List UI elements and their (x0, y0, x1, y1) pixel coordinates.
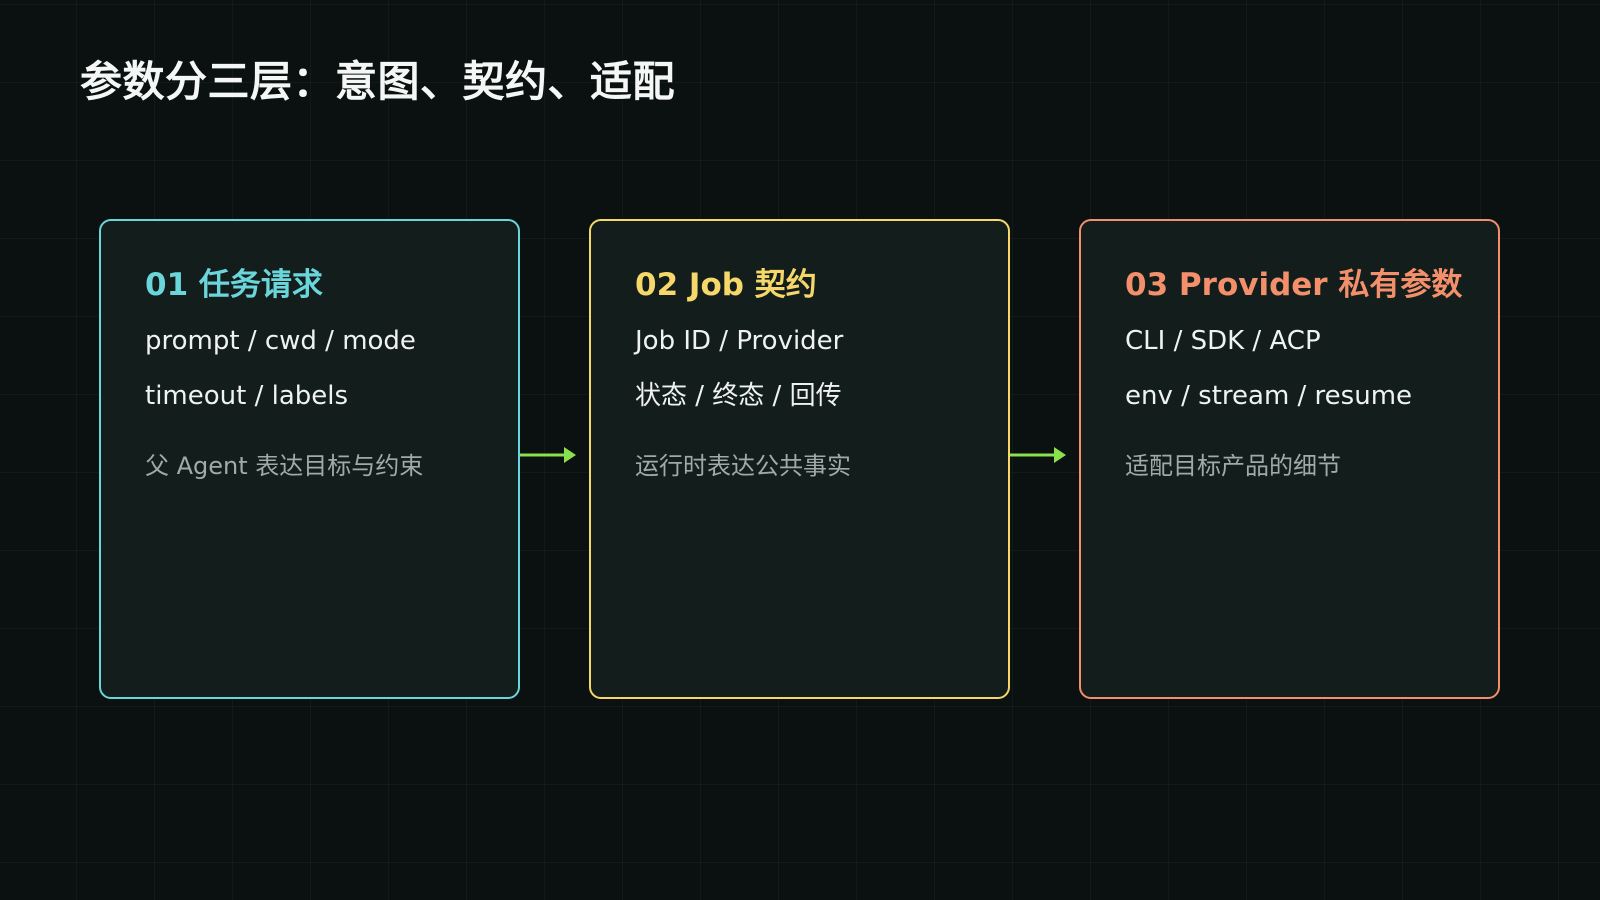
layer-description: 父 Agent 表达目标与约束 (145, 452, 424, 480)
layer-params-line: CLI / SDK / ACP (1125, 326, 1321, 356)
layer-description: 运行时表达公共事实 (635, 452, 851, 480)
arrow-right-icon (520, 447, 576, 463)
layer-title: 03 Provider 私有参数 (1125, 267, 1463, 303)
layer-card-provider-params: 03 Provider 私有参数 CLI / SDK / ACP env / s… (1079, 219, 1500, 699)
layer-card-job-contract: 02 Job 契约 Job ID / Provider 状态 / 终态 / 回传… (589, 219, 1010, 699)
layer-title: 01 任务请求 (145, 267, 323, 303)
layer-params-line: prompt / cwd / mode (145, 326, 416, 356)
layer-description: 适配目标产品的细节 (1125, 452, 1341, 480)
page-title: 参数分三层：意图、契约、适配 (80, 57, 676, 106)
layer-title: 02 Job 契约 (635, 267, 817, 303)
layer-params-line: timeout / labels (145, 381, 349, 411)
layer-params-line: Job ID / Provider (635, 326, 844, 356)
layer-params-line: 状态 / 终态 / 回传 (635, 381, 842, 411)
layer-card-task-request: 01 任务请求 prompt / cwd / mode timeout / la… (99, 219, 520, 699)
arrow-right-icon (1010, 447, 1066, 463)
layer-params-line: env / stream / resume (1125, 381, 1413, 411)
